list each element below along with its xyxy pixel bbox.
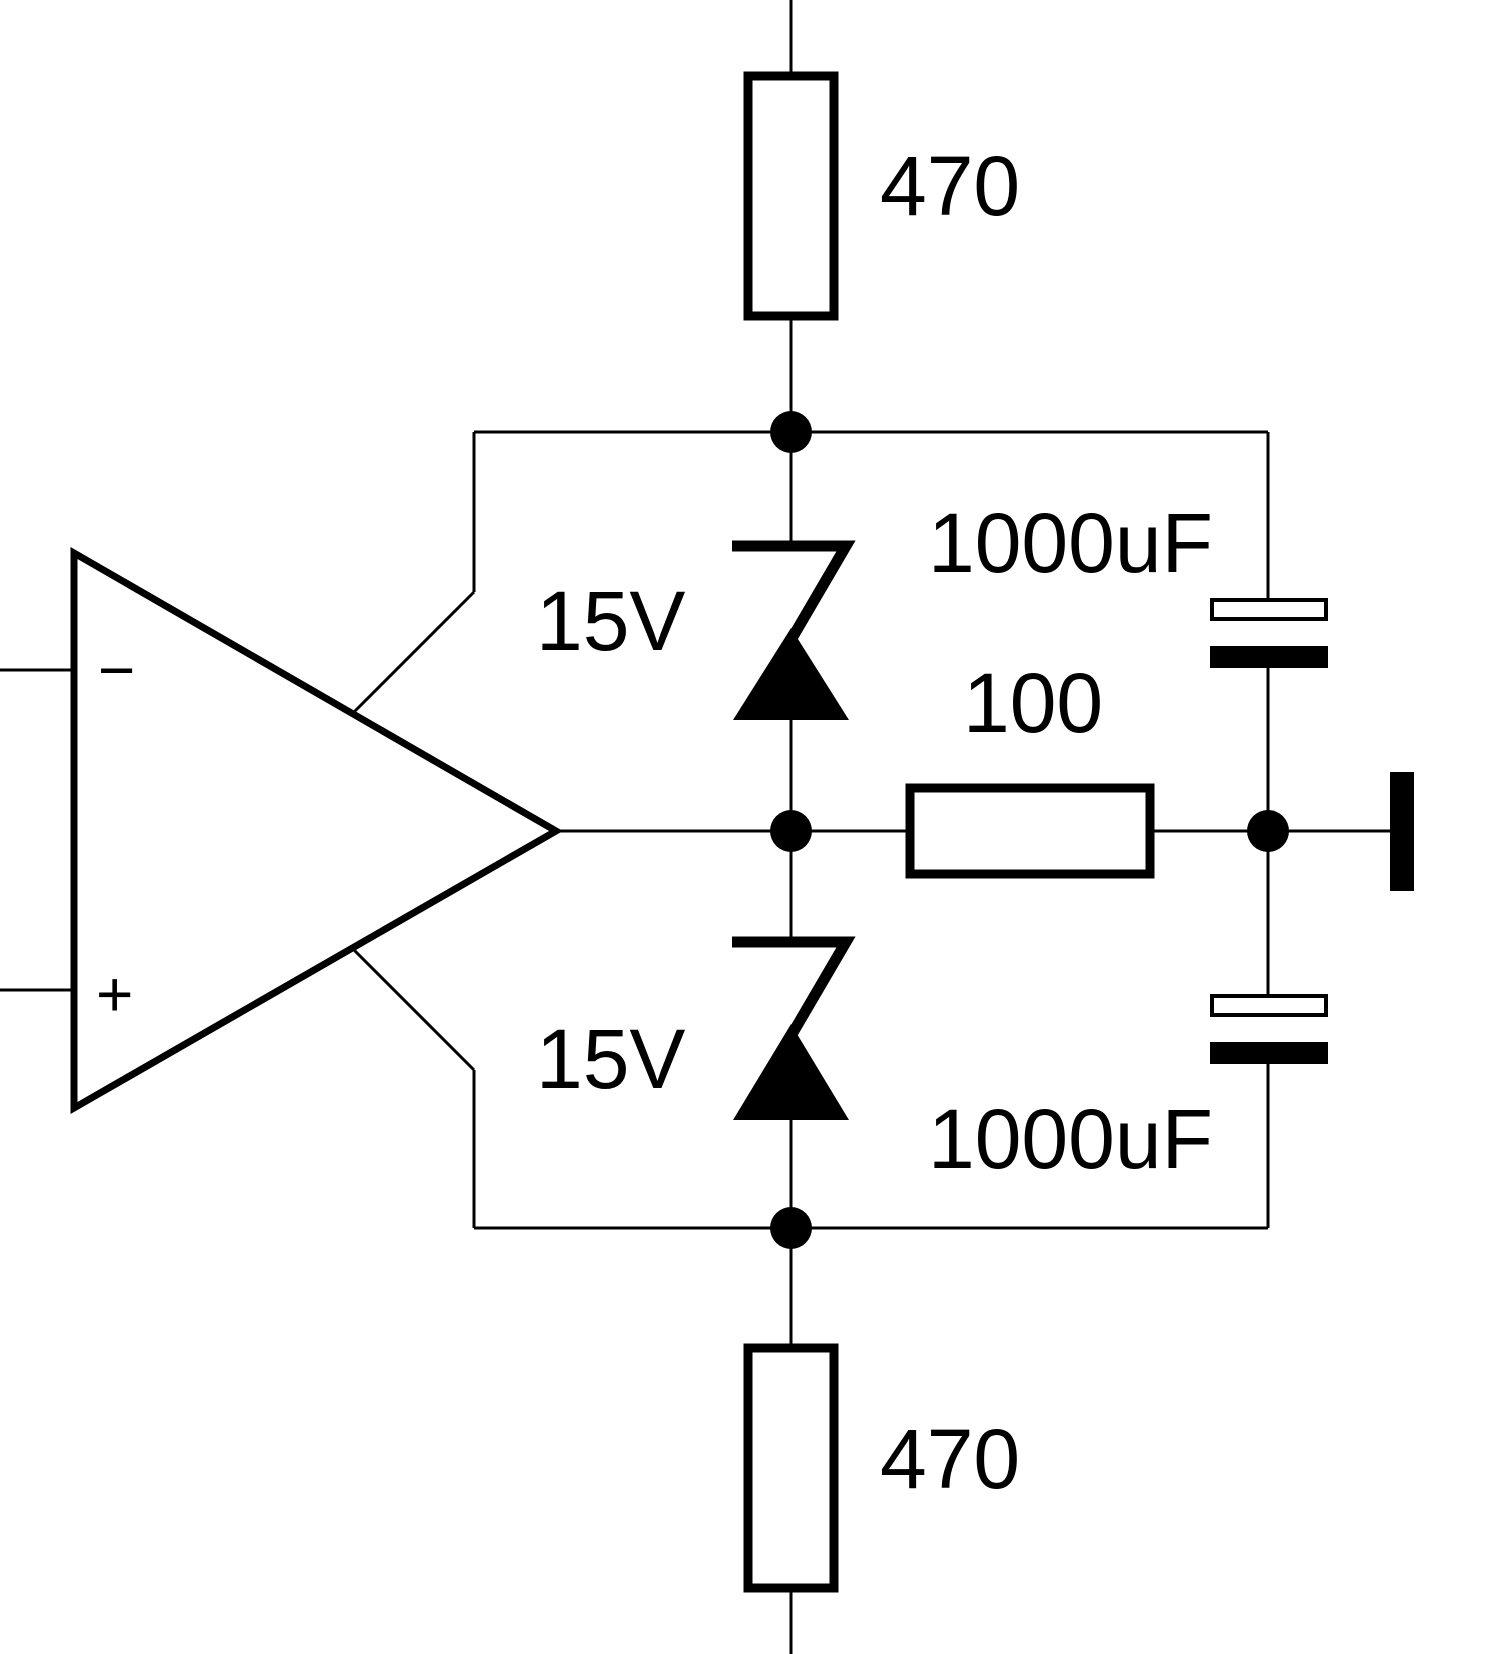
capacitor-top-positive-plate: [1210, 598, 1328, 621]
label-resistor-middle: 100: [963, 656, 1103, 750]
opamp-inverting-label: −: [98, 634, 135, 706]
label-zener-top: 15V: [536, 574, 685, 668]
resistor-middle: [905, 783, 1155, 879]
capacitor-bottom-positive-plate: [1210, 994, 1328, 1017]
resistor-top: [743, 71, 839, 321]
label-capacitor-bottom: 1000uF: [928, 1092, 1213, 1186]
capacitor-top-negative-plate: [1210, 646, 1328, 668]
junctions: [770, 411, 1289, 1249]
ground-terminal-bar: [1390, 772, 1414, 891]
junction-middle: [770, 810, 812, 852]
resistor-bottom: [743, 1343, 839, 1593]
label-capacitor-top: 1000uF: [928, 496, 1213, 590]
wire-opamp-v-plus: [352, 590, 476, 714]
capacitor-bottom-negative-plate: [1210, 1042, 1328, 1064]
zener-top-cathode: [732, 540, 856, 643]
capacitor-bottom: [1210, 994, 1328, 1064]
opamp: − +: [70, 546, 564, 1115]
opamp-triangle: [70, 546, 564, 1115]
opamp-noninverting-label: +: [96, 958, 133, 1030]
capacitor-top: [1210, 598, 1328, 668]
zener-diode-bottom: [732, 936, 856, 1120]
wire-opamp-v-minus: [352, 948, 476, 1072]
junction-right: [1247, 810, 1289, 852]
label-resistor-top: 470: [880, 139, 1020, 233]
zener-bottom-cathode: [732, 936, 856, 1039]
zener-top-anode-triangle: [733, 628, 849, 720]
zener-bottom-anode-triangle: [733, 1024, 849, 1120]
label-resistor-bottom: 470: [880, 1412, 1020, 1506]
junction-bottom: [770, 1207, 812, 1249]
zener-diode-top: [732, 540, 856, 720]
junction-top: [770, 411, 812, 453]
label-zener-bottom: 15V: [536, 1012, 685, 1106]
